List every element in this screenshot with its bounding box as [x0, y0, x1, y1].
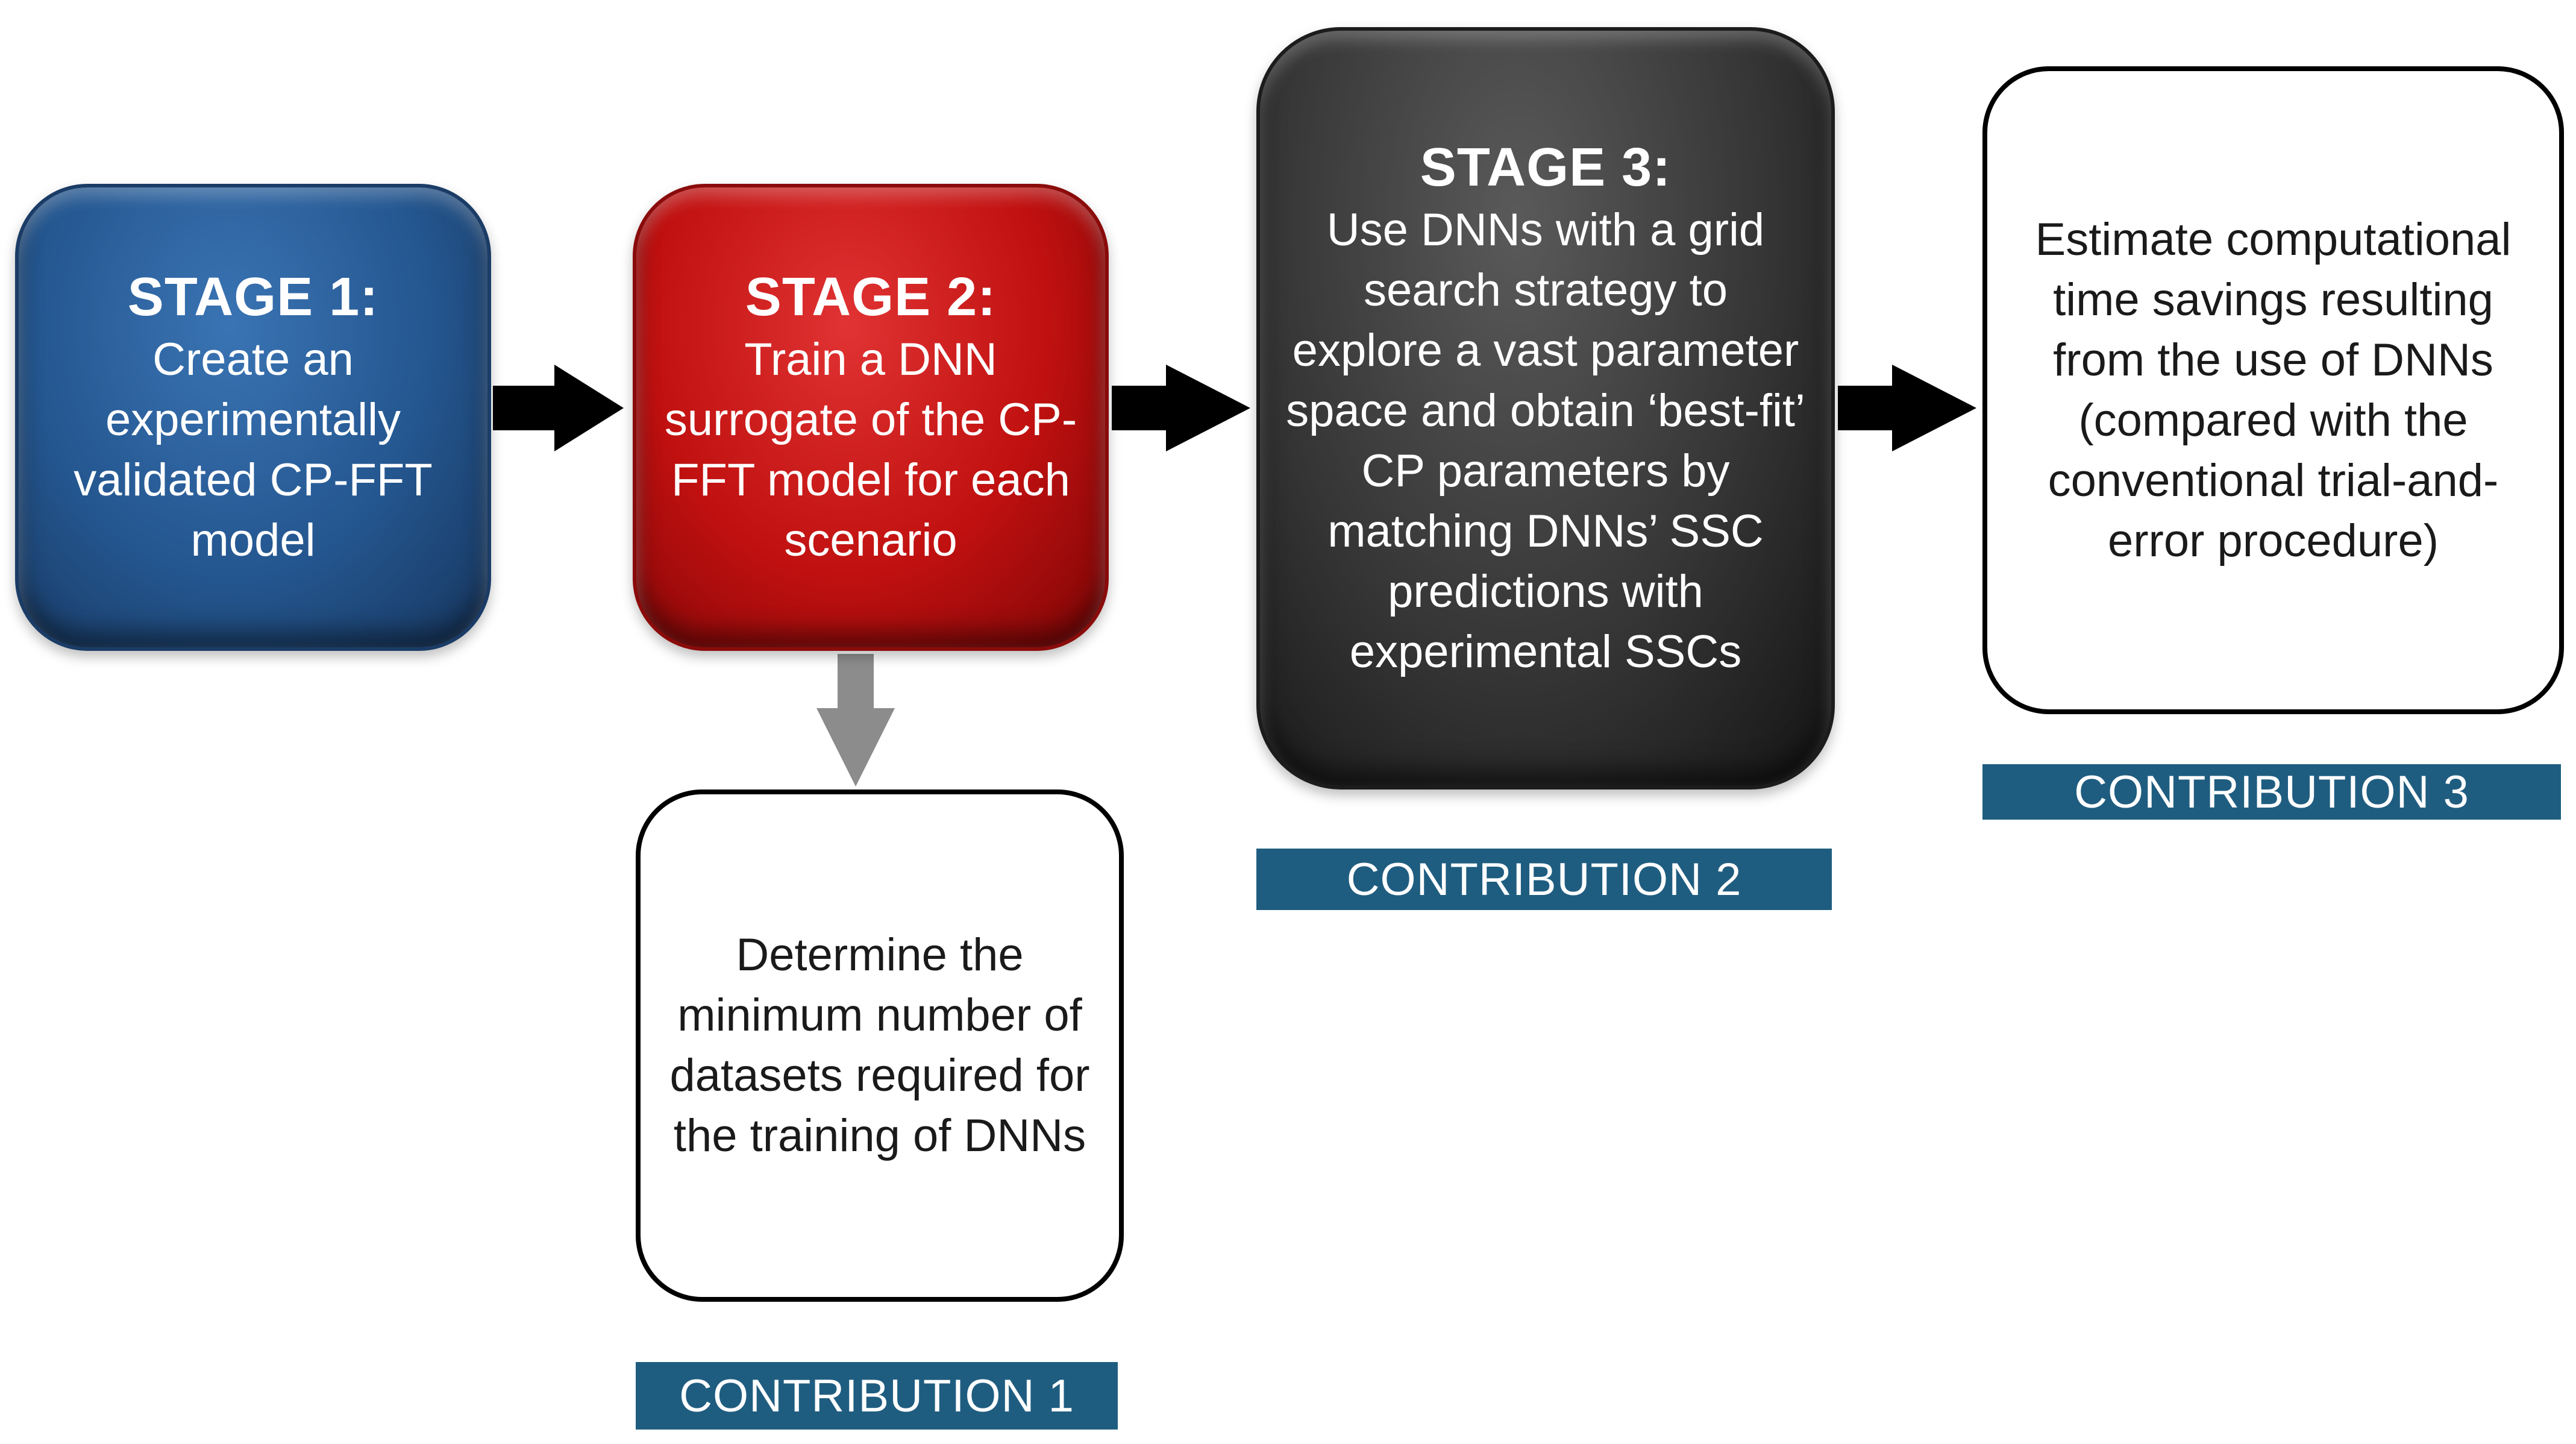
contribution-1-label: CONTRIBUTION 1: [636, 1362, 1118, 1430]
arrow-stage3-to-contribution3: [1838, 365, 1976, 451]
contribution-3-label: CONTRIBUTION 3: [1982, 764, 2561, 820]
arrow-stage1-to-stage2: [493, 365, 624, 451]
contribution-1-text: Determine the minimum number of datasets…: [669, 929, 1090, 1161]
stage-3-description: Use DNNs with a grid search strategy to …: [1286, 204, 1805, 677]
stage-2-description: Train a DNN surrogate of the CP-FFT mode…: [664, 333, 1077, 566]
arrow-stage2-to-contribution1: [816, 654, 895, 786]
stage-1-title: STAGE 1:: [127, 266, 379, 327]
contribution-3-box: Estimate computational time savings resu…: [1982, 66, 2564, 714]
stage-3-title: STAGE 3:: [1420, 137, 1672, 198]
arrow-stage2-to-stage3: [1112, 365, 1250, 451]
contribution-1-box: Determine the minimum number of datasets…: [636, 789, 1124, 1302]
stage-1-box: STAGE 1: Create an experimentally valida…: [15, 184, 491, 651]
contribution-3-text: Estimate computational time savings resu…: [2035, 213, 2512, 567]
stage-2-box: STAGE 2: Train a DNN surrogate of the CP…: [633, 184, 1109, 651]
stage-2-title: STAGE 2:: [745, 266, 997, 327]
contribution-2-label: CONTRIBUTION 2: [1256, 849, 1832, 910]
stage-1-description: Create an experimentally validated CP-FF…: [74, 333, 433, 566]
stage-3-box: STAGE 3: Use DNNs with a grid search str…: [1256, 27, 1835, 789]
